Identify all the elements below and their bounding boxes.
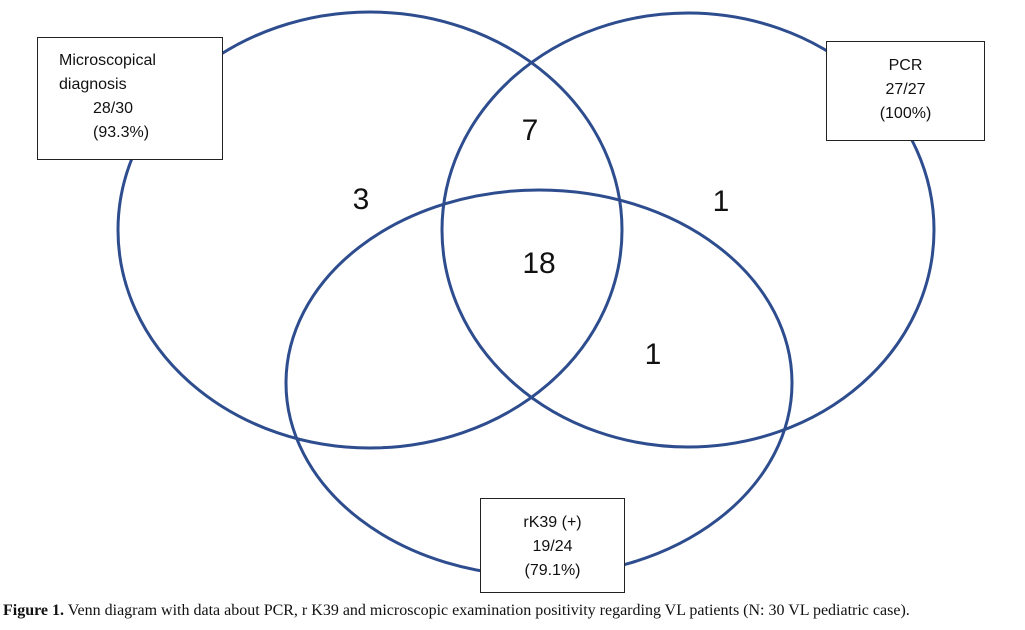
- microscopy-label-line2: diagnosis: [59, 76, 127, 93]
- pcr-circle: [440, 11, 936, 449]
- rk39-percent: (79.1%): [524, 562, 581, 579]
- figure-caption: Figure 1. Venn diagram with data about P…: [3, 602, 910, 620]
- microscopy-label-box: Microscopical diagnosis 28/30 (93.3%): [37, 37, 223, 160]
- caption-text: Venn diagram with data about PCR, r K39 …: [64, 602, 910, 619]
- rk39-label-box: rK39 (+) 19/24 (79.1%): [480, 498, 625, 593]
- microscopy-percent: (93.3%): [93, 124, 150, 141]
- rk39-ratio: 19/24: [532, 538, 573, 555]
- pcr-label-box: PCR 27/27 (100%): [826, 41, 985, 141]
- caption-label: Figure 1.: [3, 602, 65, 619]
- count-microscopy-pcr: 7: [521, 114, 539, 147]
- pcr-label: PCR: [888, 57, 923, 74]
- count-all-three: 18: [522, 247, 556, 280]
- count-pcr-rk39: 1: [644, 338, 662, 371]
- microscopy-label-line1: Microscopical: [59, 52, 156, 69]
- microscopy-circle: [116, 10, 624, 450]
- rk39-label: rK39 (+): [523, 514, 582, 531]
- pcr-percent: (100%): [879, 105, 932, 122]
- count-microscopy-only: 3: [352, 183, 370, 216]
- pcr-ratio: 27/27: [885, 81, 926, 98]
- count-pcr-only: 1: [712, 185, 730, 218]
- microscopy-ratio: 28/30: [93, 100, 134, 117]
